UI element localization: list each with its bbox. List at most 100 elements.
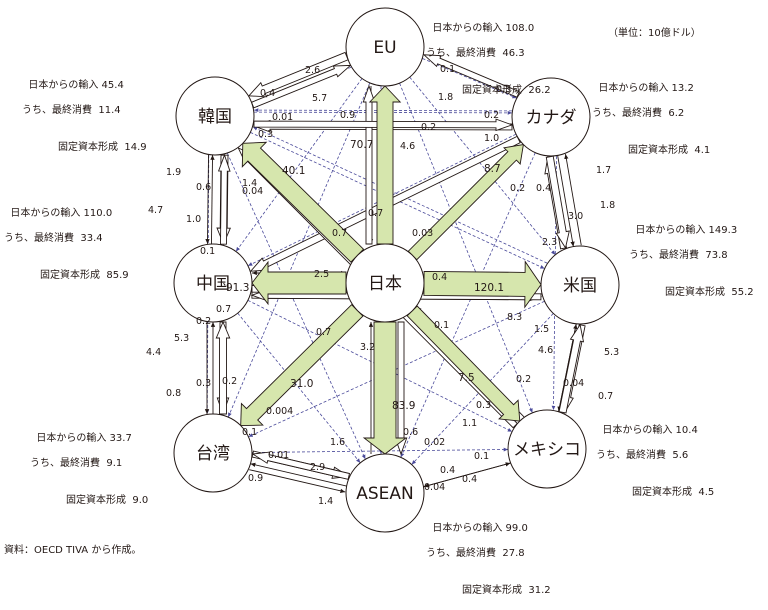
hollow-arrow-eu-kr [247,51,349,98]
info-final-value: 6.2 [668,107,685,119]
info-gfcf-label: 固定資本形成 [462,585,522,596]
edge-label: 4.6 [538,345,553,356]
node-label-jp: 日本 [368,274,402,294]
hollow-arrow-mx-us [558,323,585,414]
dashed-edge-eu-us [409,76,556,256]
info-kr: 日本からの輸入 45.4 うち、最終消費 11.4 固定資本形成 14.9 [22,67,147,167]
dashed-edge-ca-as [400,152,536,458]
hollow-arrow-cn-kr [217,153,231,245]
info-gfcf-label: 固定資本形成 [462,85,522,96]
hollow-arrow-ca-us [545,155,570,250]
info-gfcf-value: 4.1 [694,145,711,156]
edge-label: 0.4 [432,272,447,283]
dashed-edge-ca-kr [254,108,513,113]
edge-label: 0.01 [272,112,293,123]
info-gfcf-value: 14.9 [124,142,147,153]
info-as: 日本からの輸入 99.0 うち、最終消費 27.8 固定資本形成 31.2 [426,510,551,610]
big-flow-label-kr: 40.1 [282,165,305,177]
big-flow-label-eu: 70.7 [350,139,373,151]
edge-label: 0.2 [516,374,531,385]
edge-label: 0.3 [496,84,511,95]
edge-label: 4.7 [148,205,163,216]
info-mx: 日本からの輸入 10.4 うち、最終消費 5.6 固定資本形成 4.5 [596,412,714,512]
dashed-edge-eu-mx [399,83,533,413]
info-gfcf-label: 固定資本形成 [40,270,100,281]
info-final-label: うち、最終消費 [629,249,699,261]
info-final-label: うち、最終消費 [426,547,496,559]
edge-label: 0.1 [434,320,449,331]
edge-label: 0.1 [242,427,257,438]
edge-label: 0.2 [196,316,211,327]
dashed-edge-eu-cn [235,78,363,252]
edge-label: 0.7 [216,304,231,315]
solid-edge-kr-cn [205,154,210,244]
node-kr [175,76,255,156]
edge-label: 1.9 [166,167,181,178]
dashed-edge-cn-as [237,312,361,464]
big-arrow-jp-cn [251,260,347,306]
big-flow-label-cn: 91.3 [226,282,249,294]
info-final-label: うち、最終消費 [592,107,662,119]
node-mx [507,409,587,489]
edge-label: 1.8 [438,92,453,103]
info-imports-value: 45.4 [101,79,124,91]
edge-label: 0.7 [598,391,613,402]
info-gfcf-value: 85.9 [106,270,129,281]
info-us: 日本からの輸入 149.3 うち、最終消費 73.8 固定資本形成 55.2 [629,212,754,312]
info-imports-value: 110.0 [83,207,113,219]
node-label-as: ASEAN [356,484,414,504]
info-imports-label: 日本からの輸入 [28,79,99,91]
node-jp [345,243,425,323]
info-eu: 日本からの輸入 108.0 うち、最終消費 46.3 固定資本形成 26.2 [426,10,551,110]
big-flow-label-ca: 8.7 [484,163,501,175]
edge-label: 0.04 [424,482,445,493]
dashed-edge-eu-ca [422,58,517,99]
info-gfcf-value: 55.2 [731,287,754,298]
node-label-mx: メキシコ [513,440,581,460]
edge-label: 8.3 [507,312,522,323]
edge-label: 5.7 [312,93,327,104]
info-imports-label: 日本からの輸入 [432,22,503,34]
info-gfcf-label: 固定資本形成 [58,142,118,153]
edge-label: 0.2 [421,122,436,133]
edge-label: 4.4 [146,347,161,358]
edge-label: 0.4 [536,183,551,194]
edge-label: 0.1 [440,64,455,75]
info-final-value: 11.4 [98,104,121,116]
info-cn: 日本からの輸入 110.0 うち、最終消費 33.4 固定資本形成 85.9 [4,195,129,295]
edge-label: 0.6 [196,182,211,193]
edge-label: 0.3 [476,400,491,411]
info-imports-label: 日本からの輸入 [432,522,503,534]
edge-label: 1.4 [242,178,257,189]
info-imports-value: 99.0 [505,522,528,534]
solid-edge-as-tw [250,462,347,487]
edge-label: 0.04 [242,186,263,197]
solid-edge-ca-us [557,155,575,247]
dashed-edge-us-as [411,313,554,465]
node-label-kr: 韓国 [198,107,232,127]
info-final-value: 46.3 [502,47,525,59]
edge-label: 0.9 [248,473,263,484]
solid-edge-mx-as [423,462,511,488]
hollow-arrow-ca-eu [422,54,520,98]
big-arrow-jp-ca [407,144,524,261]
big-flow-label-us: 120.1 [474,282,504,294]
edge-label: 2.6 [305,65,320,76]
edge-label: 0.3 [258,129,273,140]
edge-label: 0.01 [268,450,289,461]
info-imports-label: 日本からの輸入 [36,432,107,444]
info-gfcf-label: 固定資本形成 [628,145,688,156]
edge-label: 0.4 [440,465,455,476]
edge-label: 2.5 [314,269,329,280]
big-flow-label-tw: 31.0 [290,378,313,390]
node-tw [173,413,253,493]
country-nodes: EU韓国カナダ中国日本米国台湾メキシコASEAN [173,7,620,533]
big-arrow-jp-tw [240,304,364,427]
node-us [540,245,620,325]
info-final-value: 33.4 [80,232,103,244]
big-arrow-jp-as [362,321,408,455]
info-final-value: 9.1 [106,457,123,469]
big-arrow-jp-us [423,260,542,309]
big-flow-label-as: 83.9 [392,400,415,412]
